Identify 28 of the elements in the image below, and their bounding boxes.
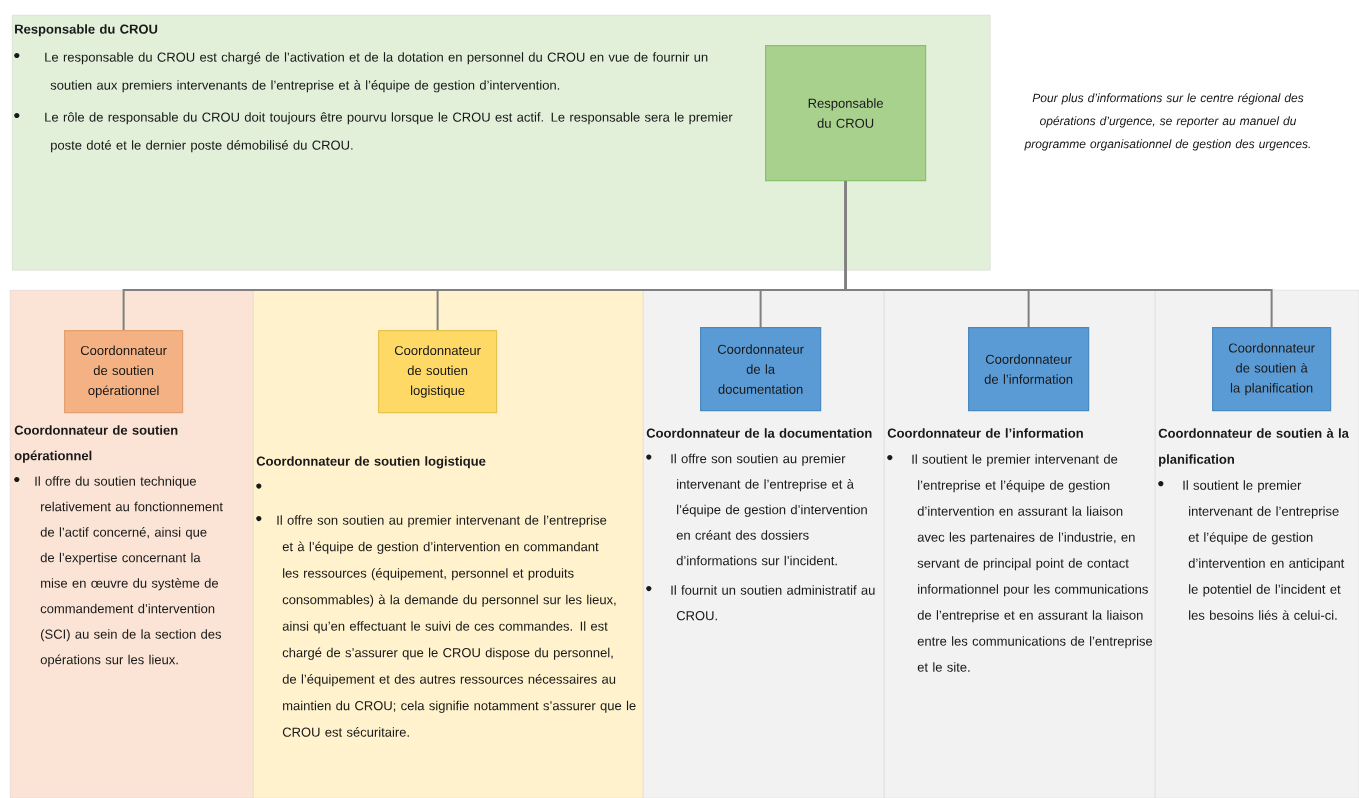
section-heading: Responsable du CROU (15, 24, 158, 37)
role-box: Coordonnateur de l’information (968, 327, 1090, 412)
section-panel (253, 290, 644, 798)
role-box: Coordonnateur de soutien opérationnel (64, 330, 184, 414)
connector-line (844, 180, 1273, 328)
note-text: Pour plus d’informations sur le centre régional des opérations d’urgence, se reporter au manuel du programme organisationnel de gestion des urgences. (1024, 93, 1310, 151)
section-panel (10, 290, 254, 798)
section-panel (643, 290, 885, 798)
section-heading: Coordonnateur de la documentation (646, 428, 872, 438)
bullet-item: Il fournit un soutien administratif au CROU. (646, 585, 875, 621)
bullet-item: Il soutient le premier intervenant de l’entreprise et l’équipe de gestion d’intervention en anticipant le potentiel de l’incident et les besoins liés à celui-ci. (1158, 480, 1345, 620)
role-box: Responsable du CROU (765, 45, 927, 182)
section-heading: Coordonnateur de soutien à la planification (1158, 428, 1349, 467)
bullet-item: Il offre son soutien au premier intervenant de l’entreprise et à l’équipe de gestion d’intervention en créant des dossiers d’informations sur l’incident. (646, 453, 867, 566)
section-heading: Coordonnateur de soutien logistique (256, 456, 486, 469)
bullet-item: Le responsable du CROU est chargé de l’activation et de la dotation en personnel du CROU en vue de fournir un soutien aux premiers intervenants de l’entreprise et à l’équipe de gestion d’intervention. (14, 52, 708, 93)
bullet-item: Il offre son soutien au premier intervenant de l’entreprise et à l’équipe de gestion d’intervention en commandant les ressources (équipement, personnel et produits consommables) à la demande du personnel sur les lieux, ainsi qu’en effectuant le suivi de ces commandes. Il est chargé de s’assurer que le CROU dispose du personnel, de l’équipement et des autres ressources nécessaires au maintien du CROU; cela signifie notamment s’assurer que le CROU est sécuritaire. (256, 515, 636, 737)
role-box: Coordonnateur de soutien à la planification (1212, 327, 1332, 412)
role-box: Coordonnateur de soutien logistique (378, 330, 498, 414)
section-panel (1155, 290, 1359, 798)
bullet-item: Il soutient le premier intervenant de l’entreprise et l’équipe de gestion d’intervention en assurant la liaison avec les partenaires de l’industrie, en servant de principal point de contact informationnel pour les communications de l’entreprise et en assurant la liaison entre les communications de l’entreprise et le site. (887, 454, 1153, 672)
section-panel (12, 15, 991, 271)
role-box: Coordonnateur de la documentation (700, 327, 822, 412)
section-panel (884, 290, 1156, 798)
bullet-item: Il offre du soutien technique relativement au fonctionnement de l’actif concerné, ainsi que de l’expertise concernant la mise en œuvre du système de commandement d’intervention (SCI) au sein de la section des opérations sur les lieux. (14, 476, 223, 667)
bullet-item: Le rôle de responsable du CROU doit toujours être pourvu lorsque le CROU est actif. Le responsable sera le premier poste doté et le dernier poste démobilisé du CROU. (14, 112, 733, 153)
section-heading: Coordonnateur de soutien opérationnel (14, 425, 178, 463)
section-heading: Coordonnateur de l’information (887, 428, 1083, 438)
